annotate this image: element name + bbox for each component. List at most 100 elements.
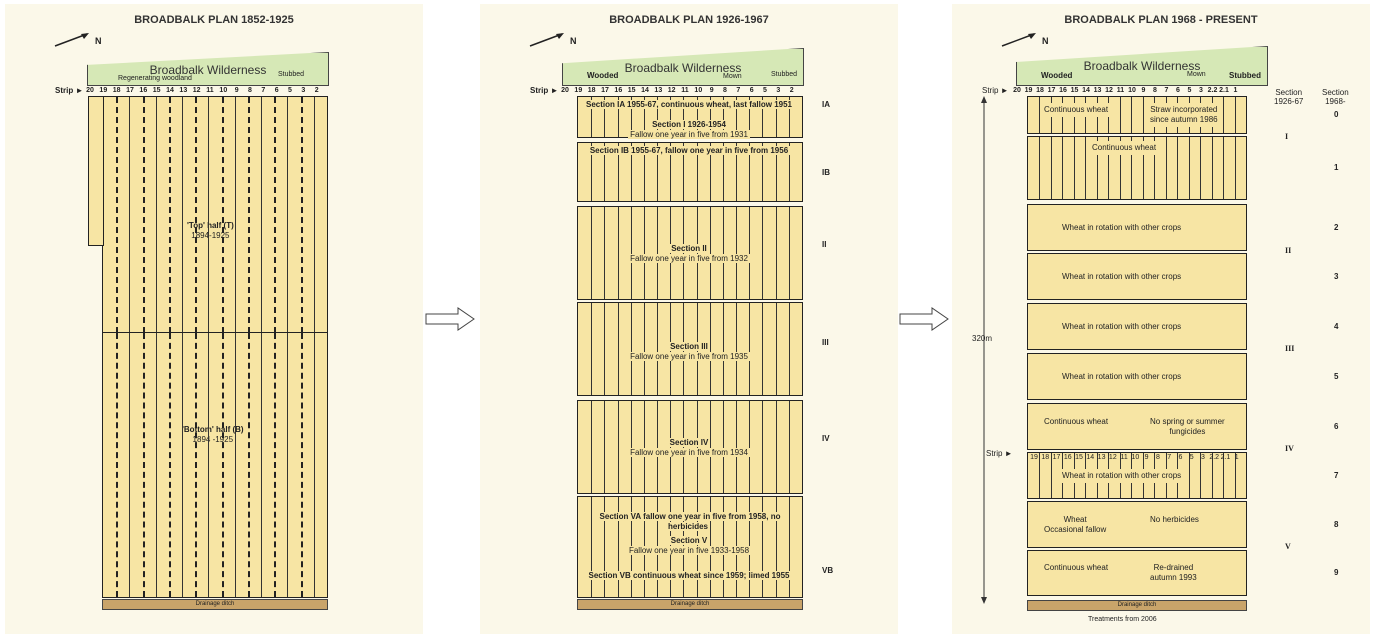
wilderness-mid-label: Mown xyxy=(1187,71,1206,78)
strip-divider xyxy=(709,303,711,395)
strip-number: 9 xyxy=(1141,87,1146,94)
strip-divider xyxy=(1211,453,1213,498)
strip-number: 17 xyxy=(601,87,609,94)
strip-number: 1 xyxy=(1233,87,1238,94)
strip-divider xyxy=(313,97,315,333)
old-section-id: II xyxy=(1285,246,1292,255)
strip-label-lower: Strip ► xyxy=(986,449,1013,458)
strip-number: 13 xyxy=(1093,87,1102,94)
section-note: Wheat in rotation with other crops xyxy=(1058,220,1186,235)
strip-number: 5 xyxy=(1189,454,1194,461)
section-note: Wheat in rotation with other crops xyxy=(1058,369,1186,384)
strip-divider xyxy=(683,207,685,299)
strip-divider xyxy=(683,143,685,201)
strip-divider xyxy=(762,97,764,137)
strip-divider xyxy=(182,333,184,597)
section-note-line: Wheat in rotation with other crops xyxy=(1062,222,1182,232)
strip-number: 11 xyxy=(1120,454,1128,461)
strip-divider xyxy=(142,97,145,333)
plot-left-extension xyxy=(88,96,104,246)
strip-number: 11 xyxy=(1116,87,1125,94)
strip-number: 2.1 xyxy=(1219,87,1229,94)
section-note: Wheat in rotation with other crops xyxy=(1058,469,1186,483)
strip-divider xyxy=(670,97,672,137)
wilderness-block: Broadbalk Wilderness Wooded Mown Stubbed xyxy=(1016,46,1268,86)
section-id: VB xyxy=(822,566,834,575)
strip-number: 3 xyxy=(1200,454,1205,461)
strip-number: 12 xyxy=(667,87,676,94)
strip-divider xyxy=(657,207,659,299)
strip-number: 12 xyxy=(192,87,201,94)
strip-divider xyxy=(657,143,659,201)
bottom-half-title: 'Bottom' half (B) xyxy=(182,425,244,434)
old-section-id: IV xyxy=(1285,444,1294,453)
strip-number: 15 xyxy=(1075,454,1083,461)
bottom-half-years: 1894 -1925 xyxy=(192,435,234,444)
strip-divider xyxy=(604,207,606,299)
right-arrow-icon xyxy=(425,307,475,331)
section-note-line: Occasional fallow xyxy=(1044,524,1107,534)
section-id: II xyxy=(822,240,827,249)
strip-divider xyxy=(287,97,289,333)
strip-divider xyxy=(168,97,171,333)
strip-divider xyxy=(274,97,277,333)
plot-bottom-half: 'Bottom' half (B) 1894 -1925 xyxy=(102,332,328,598)
strip-number: 2.1 xyxy=(1220,454,1231,461)
strip-number: 3 xyxy=(301,87,306,94)
section-label-text: Section IA 1955-67, continuous wheat, la… xyxy=(584,100,794,109)
plot-section: Wheat in rotation with other crops xyxy=(1027,253,1247,300)
section-label-line: Section I 1926-1954 xyxy=(577,120,801,130)
strip-divider xyxy=(657,303,659,395)
wilderness-block: Broadbalk Wilderness Regenerating woodla… xyxy=(87,52,329,86)
length-label: 320m xyxy=(972,334,993,343)
strip-number: 6 xyxy=(749,87,754,94)
strip-number: 11 xyxy=(681,87,689,94)
plot-section: Wheat in rotation with other crops xyxy=(1027,303,1247,350)
strip-number: 19 xyxy=(1030,454,1038,461)
strip-number: 8 xyxy=(248,87,252,94)
north-label: N xyxy=(95,36,102,46)
section-label-text: Section IV xyxy=(667,438,711,447)
strip-label-text: Strip xyxy=(55,86,74,95)
strip-number: 14 xyxy=(641,87,649,94)
strip-number: 2.2 xyxy=(1207,87,1218,94)
strip-number: 19 xyxy=(574,87,583,94)
col-head-1-line2: 1926-67 xyxy=(1274,97,1304,106)
strip-divider xyxy=(617,401,619,493)
strip-divider xyxy=(1200,453,1202,498)
strip-number: 15 xyxy=(627,87,636,94)
strip-divider xyxy=(1131,137,1133,199)
strip-label-lower-text: Strip xyxy=(986,449,1003,458)
strip-number: 7 xyxy=(261,87,266,94)
strip-divider xyxy=(591,143,593,201)
strip-divider xyxy=(604,401,606,493)
right-arrow-icon xyxy=(899,307,949,331)
strip-number: 9 xyxy=(234,87,239,94)
strip-divider xyxy=(261,97,263,333)
section-note-line: Straw incorporated xyxy=(1150,105,1218,114)
section-note-line: fungicides xyxy=(1169,426,1206,436)
strip-label: Strip ► xyxy=(982,86,1009,95)
section-note-line: Continuous wheat xyxy=(1044,105,1109,114)
strip-divider xyxy=(788,303,790,395)
section-id: IB xyxy=(822,168,830,177)
section-label-text: Fallow one year in five 1933-1958 xyxy=(626,546,752,555)
section-number: 6 xyxy=(1334,421,1339,431)
strip-number: 20 xyxy=(86,87,94,94)
strip-number: 13 xyxy=(179,87,188,94)
strip-number: 6 xyxy=(1178,454,1183,461)
strip-divider xyxy=(617,143,619,201)
strip-divider xyxy=(1154,137,1156,199)
section-note-line: autumn 1993 xyxy=(1150,573,1197,582)
footer-note: Treatments from 2006 xyxy=(1088,616,1157,623)
section-label-text: Fallow one year in five from 1932 xyxy=(628,254,750,263)
strip-divider xyxy=(208,97,210,333)
strip-divider xyxy=(604,303,606,395)
section-label: Section IA 1955-67, continuous wheat, la… xyxy=(577,100,801,110)
strip-number: 11 xyxy=(206,87,214,94)
strip-divider xyxy=(247,333,250,597)
